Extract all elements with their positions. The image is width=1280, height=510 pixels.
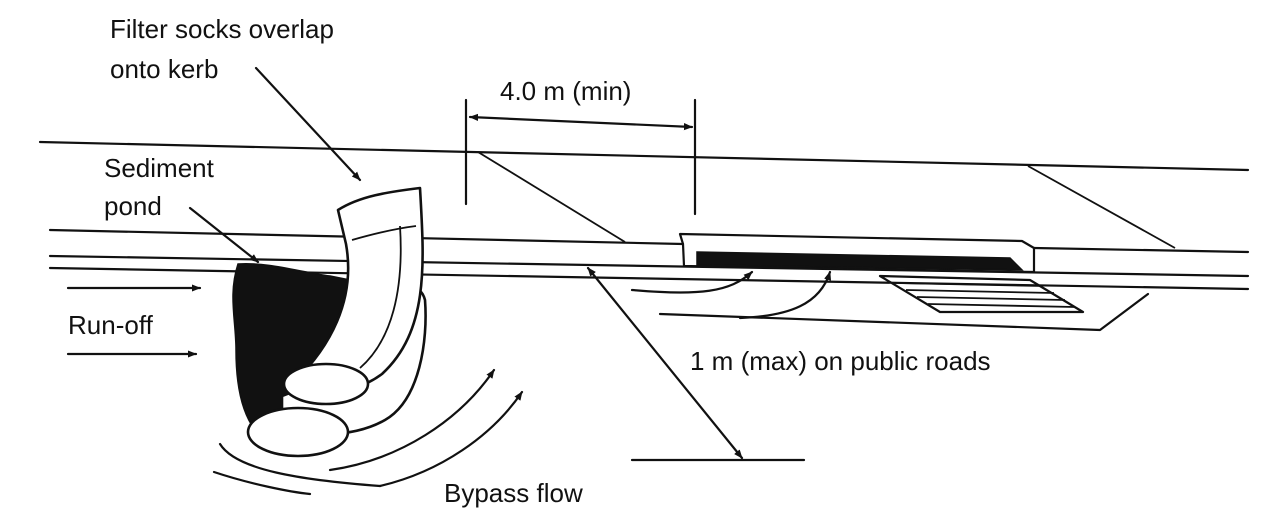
bypass-channel-outer xyxy=(218,442,382,488)
grate-bar-3 xyxy=(916,296,1066,301)
grate-bar-2 xyxy=(905,289,1055,294)
label-bypass-flow: Bypass flow xyxy=(444,478,583,508)
grate-bar-1 xyxy=(894,282,1043,287)
kerb-top-line-right xyxy=(1032,246,1250,254)
bypass-flow-arrow-1 xyxy=(328,368,496,472)
road-joint-line-1 xyxy=(477,151,626,243)
label-runoff: Run-off xyxy=(68,310,154,340)
label-filter-socks-line1: Filter socks overlap xyxy=(110,14,334,44)
label-sediment-line1: Sediment xyxy=(104,153,215,183)
kerb-inlet xyxy=(678,232,1036,274)
kerb-face-line xyxy=(48,254,1250,278)
kerb-inlet-lintel xyxy=(678,232,1036,274)
labels: Filter socks overlap onto kerb 4.0 m (mi… xyxy=(68,14,991,508)
kerb-inlet-opening xyxy=(696,251,1024,271)
grate-bar-4 xyxy=(927,303,1076,308)
road-joint-line-2 xyxy=(1027,165,1176,249)
gutter-pit xyxy=(658,274,1150,332)
road-outline xyxy=(38,140,1250,249)
bypass-channel-inner xyxy=(212,470,312,496)
filter-sock-upright-seam xyxy=(351,225,417,241)
filter-sock-upright xyxy=(290,186,424,394)
road-far-edge xyxy=(38,140,1250,172)
leader-lines xyxy=(188,66,362,264)
filter-sock-lower-end xyxy=(246,406,350,458)
gutter-line xyxy=(48,266,1250,291)
sediment-pond-leader xyxy=(188,206,260,264)
dimension-arrow xyxy=(468,113,694,131)
label-filter-socks-line2: onto kerb xyxy=(110,54,218,84)
label-dimension-min: 4.0 m (min) xyxy=(500,76,631,106)
dimension-min-spacing xyxy=(464,98,697,216)
label-sediment-line2: pond xyxy=(104,191,162,221)
inlet-flow-arrow-1 xyxy=(630,270,754,294)
grate-outline xyxy=(878,274,1085,314)
label-max-public-roads: 1 m (max) on public roads xyxy=(690,346,991,376)
filter-sock-upright-inner xyxy=(359,225,402,369)
bypass-flow-arrow-2 xyxy=(378,390,524,488)
runoff-arrows xyxy=(66,284,202,358)
filter-socks-leader xyxy=(254,66,362,182)
filter-socks xyxy=(246,186,427,458)
inlet-flow-arrow-2 xyxy=(738,270,832,320)
dimension-max-offset xyxy=(586,266,806,462)
bypass-flow xyxy=(212,368,524,496)
pit-outline xyxy=(658,292,1150,332)
filter-sock-middle-end xyxy=(282,362,370,406)
max-offset-arrow xyxy=(586,266,744,460)
